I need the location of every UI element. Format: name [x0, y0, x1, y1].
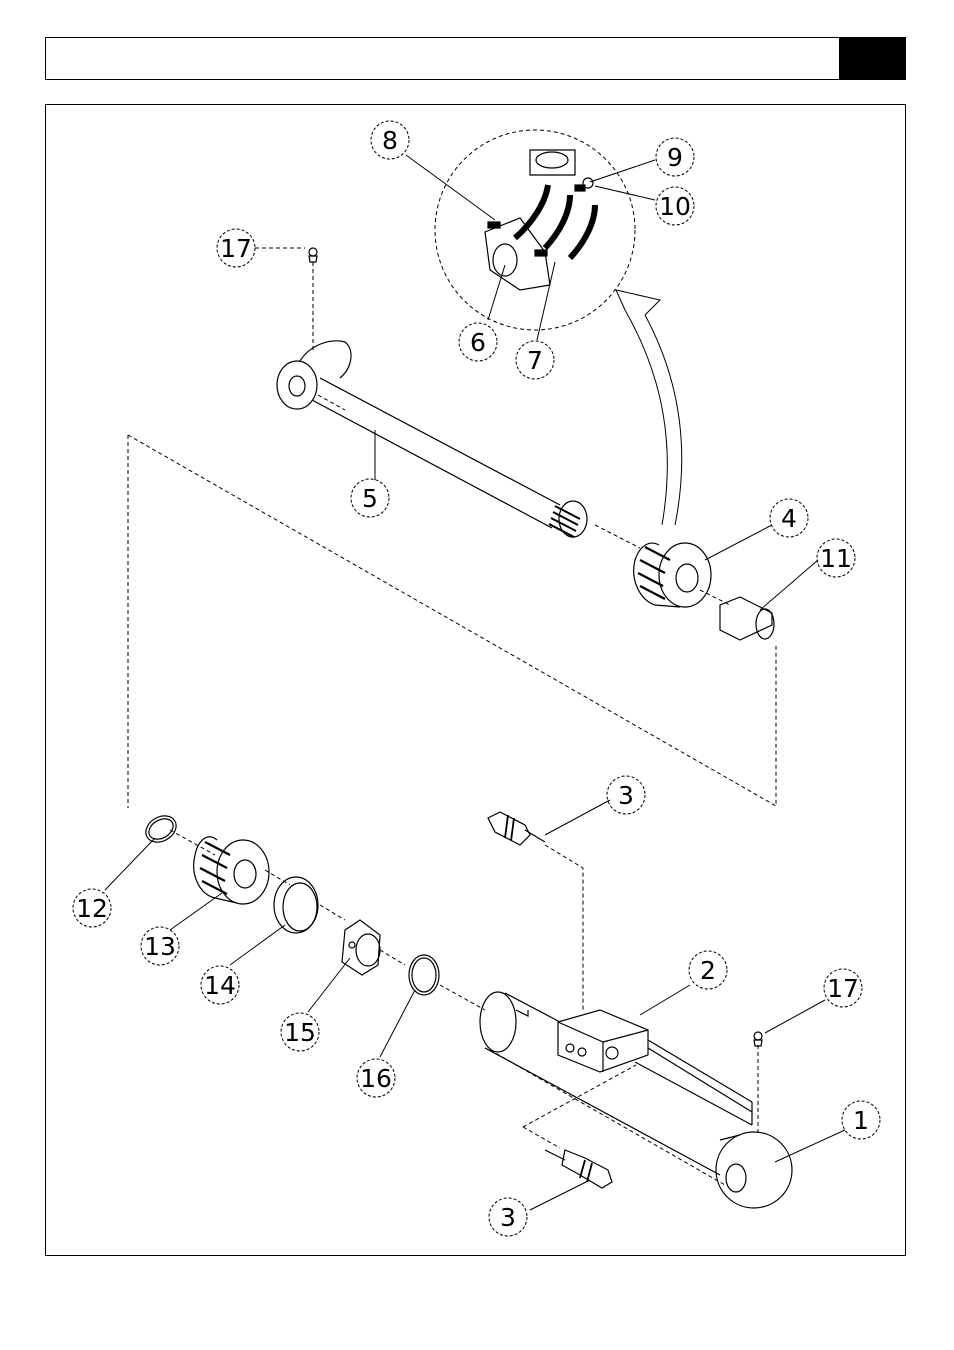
valve-bottom	[545, 1150, 612, 1188]
seal-detail	[485, 150, 595, 290]
callout-6-label: 6	[470, 328, 486, 357]
o-ring-12	[141, 811, 181, 848]
callout-2-label: 2	[700, 956, 716, 985]
nut	[342, 920, 380, 975]
callout-8: 8	[371, 121, 409, 159]
assembly-lines	[128, 130, 776, 1185]
callout-9-label: 9	[667, 143, 683, 172]
callout-13: 13	[141, 927, 179, 965]
grease-fitting-bottom	[754, 1032, 762, 1046]
callout-4-label: 4	[781, 504, 797, 533]
callout-1-label: 1	[853, 1106, 869, 1135]
callout-13-label: 13	[144, 932, 176, 961]
callout-17b-label: 17	[827, 974, 859, 1003]
callout-12: 12	[73, 889, 111, 927]
callout-5-label: 5	[362, 484, 378, 513]
callout-11: 11	[817, 539, 855, 577]
callout-3b-label: 3	[500, 1203, 516, 1232]
o-ring-16	[409, 955, 439, 995]
callout-14-label: 14	[204, 971, 236, 1000]
callout-16-label: 16	[360, 1064, 392, 1093]
callout-15-label: 15	[284, 1018, 316, 1047]
callout-16: 16	[357, 1059, 395, 1097]
callout-4: 4	[770, 499, 808, 537]
callout-15: 15	[281, 1013, 319, 1051]
callout-7-label: 7	[527, 346, 543, 375]
valve-top	[488, 812, 545, 845]
callout-3a-label: 3	[618, 781, 634, 810]
callout-14: 14	[201, 966, 239, 1004]
callout-17a-label: 17	[220, 234, 252, 263]
callout-11-label: 11	[820, 544, 852, 573]
callouts: 1 2 3 3 4 5 6 7 8 9 10 11 12 13 14 15 16…	[73, 121, 880, 1236]
callout-3a: 3	[607, 776, 645, 814]
callout-10: 10	[656, 187, 694, 225]
callout-3b: 3	[489, 1198, 527, 1236]
piston	[634, 543, 711, 607]
callout-1: 1	[842, 1101, 880, 1139]
callout-7: 7	[516, 341, 554, 379]
callout-9: 9	[656, 138, 694, 176]
callout-6: 6	[459, 323, 497, 361]
callout-10-label: 10	[659, 192, 691, 221]
callout-5: 5	[351, 479, 389, 517]
callout-leaders	[105, 155, 845, 1210]
detail-arrow	[616, 290, 682, 525]
manifold-block	[558, 1010, 752, 1125]
bushing	[720, 597, 774, 640]
callout-17a: 17	[217, 229, 255, 267]
callout-2: 2	[689, 951, 727, 989]
grease-fitting-top	[309, 248, 317, 262]
wiper	[274, 877, 318, 933]
callout-17b: 17	[824, 969, 862, 1007]
rod-thread	[549, 506, 580, 537]
gland	[194, 837, 269, 904]
callout-8-label: 8	[382, 126, 398, 155]
callout-12-label: 12	[76, 894, 108, 923]
